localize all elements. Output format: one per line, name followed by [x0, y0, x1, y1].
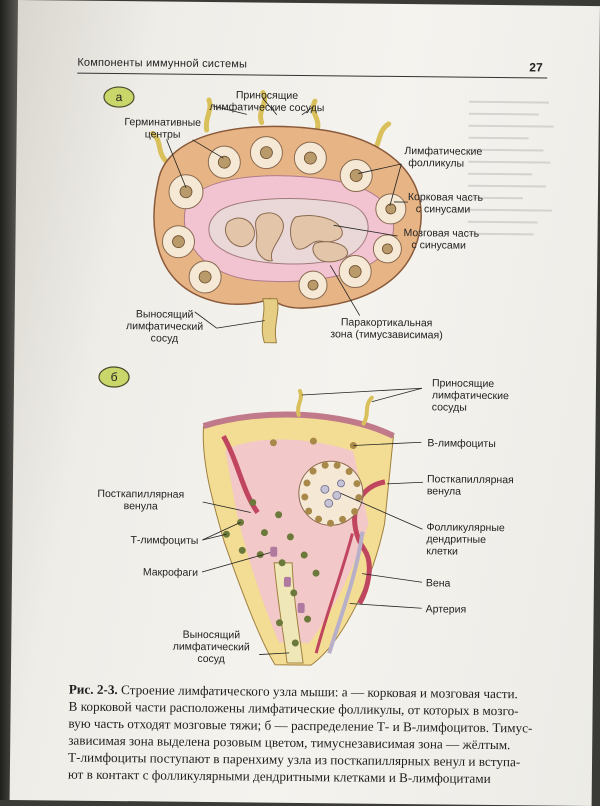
label-efferent-a-2: лимфатический [126, 320, 203, 333]
panel-a: а [101, 87, 484, 348]
label-efferent-b-2: лимфатический [173, 641, 250, 654]
label-efferent-b-1: Выносящий [183, 629, 241, 642]
label-fdc-1: Фолликулярные [426, 521, 505, 534]
label-efferent-b-3: сосуд [197, 653, 225, 665]
label-follicles-2: фолликулы [408, 157, 464, 170]
label-cortex-2: с синусами [416, 203, 471, 216]
label-paracortex-2: зона (тимусзависимая) [330, 328, 443, 341]
label-hev-right-1: Посткапиллярная [427, 473, 514, 486]
label-artery: Артерия [426, 603, 467, 615]
label-afferent-b-1: Приносящие [432, 377, 494, 390]
book-page: Компоненты иммунной системы 27 а [10, 0, 600, 806]
label-germinal-2: центры [145, 128, 181, 140]
label-afferent-a-1: Приносящие [236, 89, 298, 102]
label-hev-left-1: Посткапиллярная [97, 488, 184, 501]
label-macrophages: Макрофаги [143, 566, 198, 579]
figure-caption: Рис. 2-3. Строение лимфатического узла м… [68, 681, 569, 788]
label-vein: Вена [426, 577, 451, 589]
label-hev-left-2: венула [124, 500, 158, 512]
label-efferent-a-1: Выносящий [136, 308, 194, 321]
follicle-b [299, 461, 364, 526]
label-afferent-b-3: сосуды [432, 401, 467, 413]
label-b-cells: B-лимфоциты [427, 437, 496, 450]
caption-number: Рис. 2-3. [69, 682, 118, 698]
label-germinal-1: Герминативные [124, 116, 201, 129]
label-efferent-a-3: сосуд [151, 332, 179, 344]
label-fdc-3: клетки [426, 545, 458, 557]
label-medulla-2: с синусами [411, 239, 466, 252]
label-medulla-1: Мозговая часть [404, 227, 480, 240]
panel-b: б [96, 367, 515, 668]
label-afferent-b-2: лимфатические [432, 389, 509, 402]
label-afferent-a-2: лимфатические сосуды [209, 101, 324, 114]
label-cortex-1: Корковая часть [408, 191, 484, 204]
label-paracortex-1: Паракортикальная [341, 316, 433, 329]
label-hev-right-2: венула [427, 485, 461, 497]
label-t-cells: Т-лимфоциты [130, 534, 198, 547]
panel-b-letter: б [111, 370, 118, 384]
label-follicles-1: Лимфатические [404, 145, 482, 158]
label-fdc-2: дендритные [426, 533, 486, 546]
panel-a-letter: а [116, 90, 123, 104]
